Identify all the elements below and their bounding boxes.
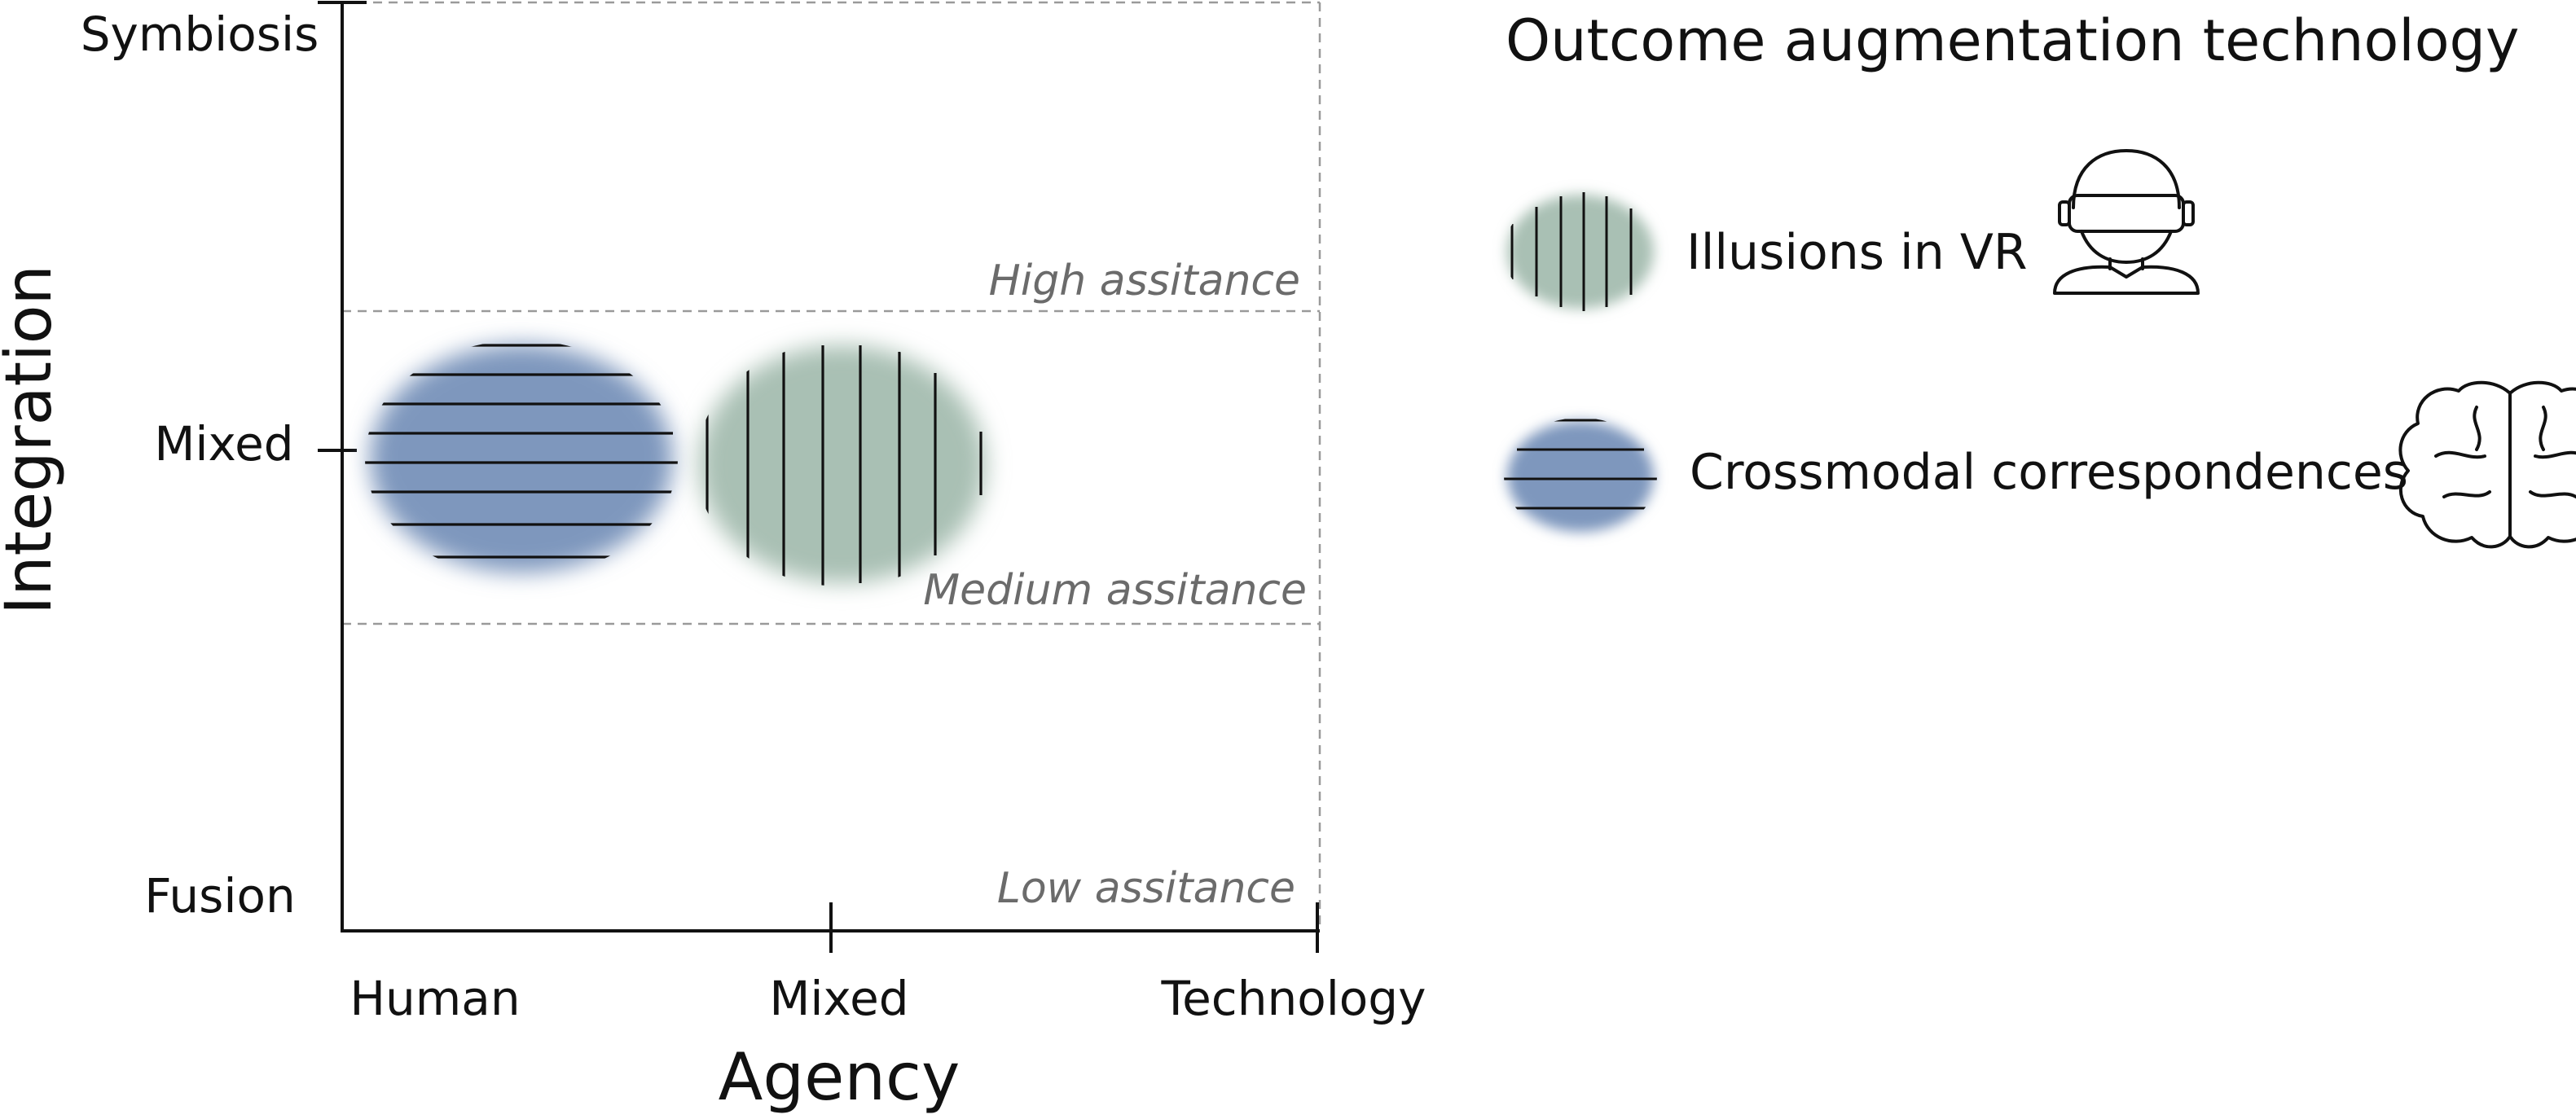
crossmodal-region — [365, 344, 678, 573]
axes — [318, 1, 1320, 953]
high-assistance-label: High assitance — [989, 257, 1300, 305]
brain-icon — [2398, 380, 2576, 549]
y-tick-symbiosis: Symbiosis — [81, 7, 319, 62]
x-tick-mixed: Mixed — [769, 971, 908, 1026]
medium-assistance-label: Medium assitance — [923, 566, 1307, 615]
x-axis-title: Agency — [719, 1039, 961, 1115]
crossmodal-region-fill — [370, 344, 673, 573]
x-tick-human: Human — [349, 971, 520, 1026]
low-assistance-label: Low assitance — [997, 864, 1295, 913]
legend-label-illusions-vr: Illusions in VR — [1686, 224, 2028, 281]
illusions-vr-region — [699, 345, 986, 586]
y-axis-title: Integration — [0, 265, 66, 615]
legend-swatch-crossmodal — [1504, 419, 1657, 532]
x-tick-technology: Technology — [1161, 971, 1426, 1026]
legend-item-crossmodal: Crossmodal correspondences — [1504, 380, 2576, 549]
y-tick-mixed: Mixed — [154, 416, 293, 472]
legend-title: Outcome augmentation technology — [1506, 7, 2519, 74]
legend-label-crossmodal: Crossmodal correspondences — [1690, 444, 2408, 501]
y-tick-fusion: Fusion — [144, 868, 296, 924]
legend-item-illusions-vr: Illusions in VR — [1507, 149, 2200, 311]
plot-frame — [342, 1, 1321, 928]
legend-swatch-illusions-vr — [1507, 192, 1654, 311]
vr-headset-user-icon — [2053, 149, 2200, 295]
illusions-vr-region-fill — [699, 345, 986, 583]
